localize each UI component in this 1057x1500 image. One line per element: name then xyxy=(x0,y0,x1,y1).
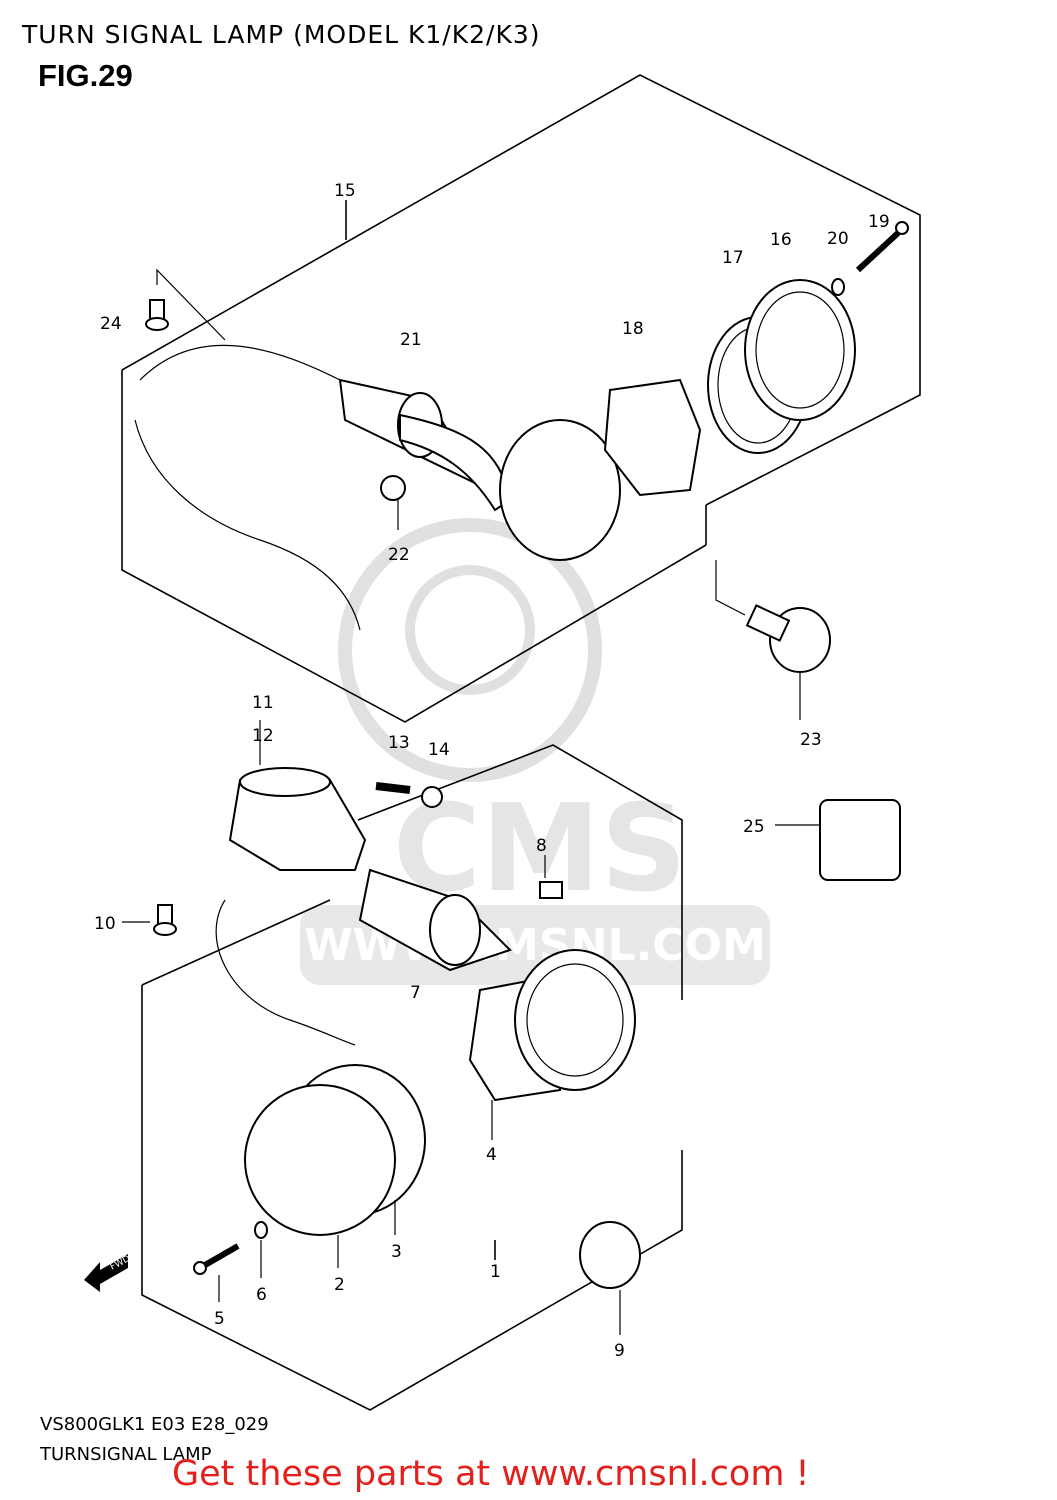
page-title: TURN SIGNAL LAMP (MODEL K1/K2/K3) xyxy=(22,20,541,49)
figure-number: FIG.29 xyxy=(38,58,133,93)
callout-18: 18 xyxy=(622,319,644,339)
part-12-bracket xyxy=(228,720,367,871)
diagram-name: TURNSIGNAL LAMP xyxy=(40,1444,212,1465)
part-20-washer xyxy=(831,278,845,296)
watermark-logo: WWW.CMSNL.COM CMS xyxy=(300,518,770,985)
part-5-screw xyxy=(193,1243,240,1302)
callout-17: 17 xyxy=(722,248,744,268)
callout-21: 21 xyxy=(400,330,422,350)
callout-3: 3 xyxy=(391,1242,402,1262)
diagram-code: VS800GLK1 E03 E28_029 xyxy=(40,1414,269,1435)
callout-12: 12 xyxy=(252,726,274,746)
part-13-bolt xyxy=(375,782,411,794)
part-14-nut xyxy=(421,786,443,808)
callout-8: 8 xyxy=(536,836,547,856)
callout-25: 25 xyxy=(743,817,765,837)
part-10-screw xyxy=(122,904,177,936)
callout-4: 4 xyxy=(486,1145,497,1165)
promo-link[interactable]: Get these parts at www.cmsnl.com ! xyxy=(172,1454,810,1494)
callout-10: 10 xyxy=(94,914,116,934)
callout-7: 7 xyxy=(410,983,421,1003)
callout-11: 11 xyxy=(252,693,274,713)
rear-housing xyxy=(514,949,636,1091)
upper-assembly-outline xyxy=(121,74,921,723)
callout-23: 23 xyxy=(800,730,822,750)
callout-6: 6 xyxy=(256,1285,267,1305)
part-25-relay xyxy=(775,799,901,881)
fwd-arrow-icon: FWD xyxy=(84,1254,132,1292)
callout-labels: 1 2 3 4 5 6 7 8 9 10 11 12 13 14 15 16 1… xyxy=(94,181,890,1361)
part-22-screw xyxy=(380,475,406,530)
part-24-screw xyxy=(145,268,226,341)
callout-19: 19 xyxy=(868,212,890,232)
lower-assembly-outline xyxy=(141,744,683,1411)
part-19-screw xyxy=(855,221,909,273)
part-6-washer xyxy=(254,1221,268,1278)
part-18-reflector xyxy=(603,378,702,497)
callout-24: 24 xyxy=(100,314,122,334)
callout-14: 14 xyxy=(428,740,450,760)
callout-13: 13 xyxy=(388,733,410,753)
part-23-bulb xyxy=(715,560,831,720)
part-21-lamp-housing xyxy=(134,344,512,631)
part-8-bolt xyxy=(539,855,563,899)
callout-2: 2 xyxy=(334,1275,345,1295)
callout-5: 5 xyxy=(214,1309,225,1329)
part-16-lens xyxy=(744,279,856,421)
part-7-lamp-housing xyxy=(215,868,512,1046)
callout-9: 9 xyxy=(614,1341,625,1361)
part-2-lens xyxy=(244,1084,396,1268)
callout-15: 15 xyxy=(334,181,356,201)
part-21-lens-dome xyxy=(499,419,621,561)
callout-20: 20 xyxy=(827,229,849,249)
callout-22: 22 xyxy=(388,545,410,565)
callout-1: 1 xyxy=(490,1262,501,1282)
callout-16: 16 xyxy=(770,230,792,250)
part-9-bulb xyxy=(579,1221,641,1335)
